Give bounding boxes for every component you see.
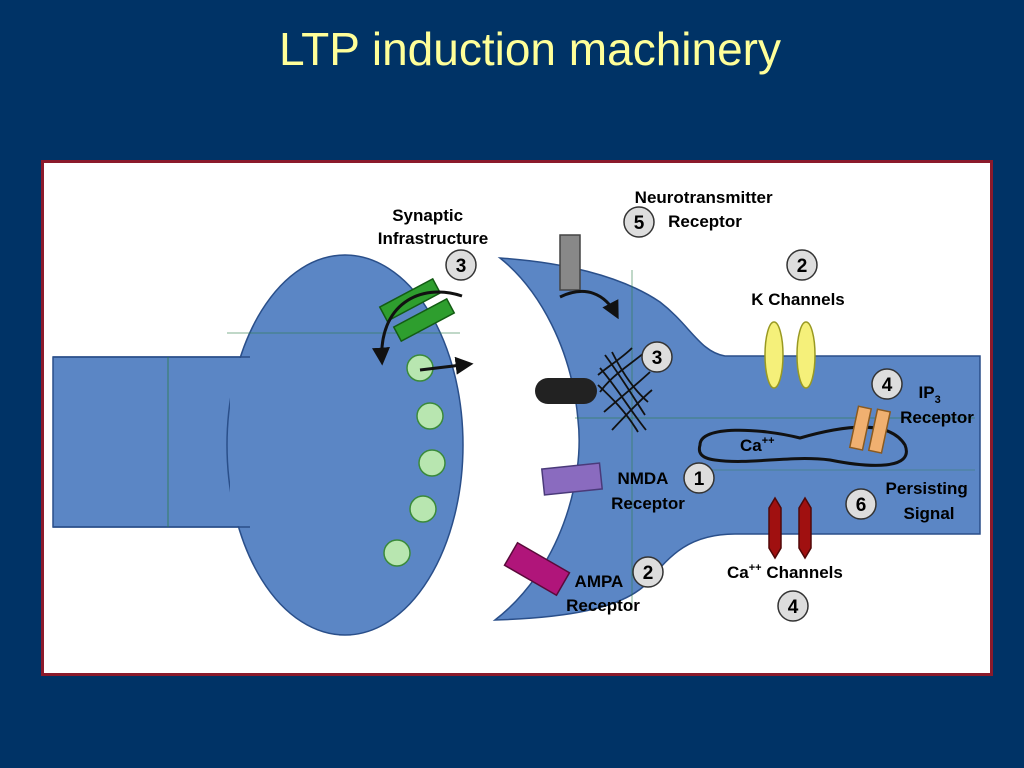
synaptic-infrastructure-graphic xyxy=(372,277,474,375)
badge-neurotransmitter-receptor: 5 xyxy=(623,206,655,238)
svg-text:3: 3 xyxy=(652,348,663,369)
ca-channels-graphic xyxy=(768,496,812,560)
vesicle xyxy=(383,539,411,567)
nmda-receptor-graphic xyxy=(540,462,604,496)
k-channel xyxy=(796,321,816,389)
k-channels-label: K Channels xyxy=(751,290,845,309)
svg-text:3: 3 xyxy=(456,256,467,277)
vesicle xyxy=(409,495,437,523)
svg-text:6: 6 xyxy=(856,495,867,516)
svg-text:2: 2 xyxy=(643,563,654,584)
badge-ca-channels: 4 xyxy=(777,590,809,622)
endoplasmic-reticulum xyxy=(697,425,908,467)
synaptic-infrastructure-label: Synaptic Infrastructure xyxy=(378,206,489,248)
postsynaptic-dendrite xyxy=(492,257,981,621)
badge-synaptic-infrastructure: 3 xyxy=(445,249,477,281)
badge-k-channels: 2 xyxy=(786,249,818,281)
svg-text:1: 1 xyxy=(694,469,705,490)
vesicle xyxy=(416,402,444,430)
badge-ampa-receptor: 2 xyxy=(632,556,664,588)
ca-channel xyxy=(798,496,812,560)
svg-text:4: 4 xyxy=(788,597,799,618)
cytoskeleton-mesh xyxy=(597,347,653,433)
vesicle xyxy=(418,449,446,477)
svg-text:2: 2 xyxy=(797,256,808,277)
cleft-pill xyxy=(535,378,597,404)
slide-title: LTP induction machinery xyxy=(278,23,781,75)
badge-nmda-receptor: 1 xyxy=(683,462,715,494)
neurotransmitter-receptor-label: Neurotransmitter Receptor xyxy=(635,188,778,231)
neurotransmitter-receptor-graphic xyxy=(559,234,619,320)
badge-cytoskeleton: 3 xyxy=(641,341,673,373)
k-channels-graphic xyxy=(764,321,816,389)
badge-persisting-signal: 6 xyxy=(845,488,877,520)
ampa-receptor-graphic xyxy=(503,541,571,597)
ca-internal-label: Ca++ xyxy=(740,435,775,455)
ip3-receptor-graphic xyxy=(848,405,892,454)
vesicle-group xyxy=(383,354,446,567)
presynaptic-terminal xyxy=(52,254,464,636)
k-channel xyxy=(764,321,784,389)
ca-channels-label: Ca++ Channels xyxy=(727,562,843,582)
persisting-signal-label: Persisting Signal xyxy=(886,479,973,523)
svg-text:5: 5 xyxy=(634,213,645,234)
svg-text:4: 4 xyxy=(882,375,893,396)
ampa-receptor-label: AMPA Receptor xyxy=(566,572,640,615)
ca-channel xyxy=(768,496,782,560)
badge-ip3-receptor: 4 xyxy=(871,368,903,400)
nmda-receptor-label: NMDA Receptor xyxy=(611,469,685,513)
ip3-receptor-label: IP3 Receptor xyxy=(900,383,974,427)
